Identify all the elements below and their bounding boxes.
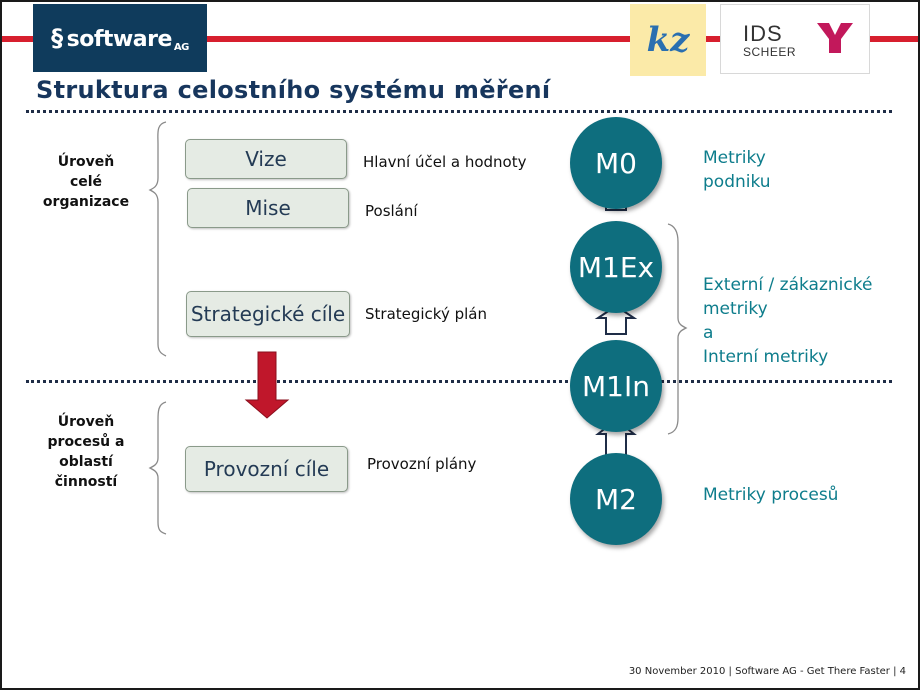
level-process-line: činností (54, 474, 118, 490)
ids-scheer-logo: IDS SCHEER (720, 4, 870, 74)
left-brace-organization (148, 121, 167, 357)
left-brace-process (148, 401, 167, 535)
metrics-m1: Externí / zákaznické metriky a Interní m… (703, 273, 872, 369)
ids-logo-line1: IDS (743, 21, 783, 46)
kz-logo-text: kz (646, 20, 690, 60)
level-process-line: oblastí (59, 454, 113, 470)
kz-logo: kz (630, 4, 706, 76)
level-organization-line: Úroveň (57, 154, 115, 170)
box-provozni-cile: Provozní cíle (185, 446, 348, 492)
red-down-arrow-icon (244, 351, 290, 419)
right-brace-m1 (667, 223, 688, 435)
metrics-m1-line: Interní metriky (703, 347, 829, 367)
level-dotted-divider (26, 380, 892, 383)
title-dotted-divider (26, 110, 892, 113)
metrics-m0-line: podniku (703, 172, 771, 192)
level-organization-line: organizace (42, 194, 130, 210)
slide-title: Struktura celostního systému měření (36, 76, 551, 104)
circle-m0: M0 (570, 117, 662, 209)
metrics-m0: Metriky podniku (703, 146, 771, 194)
label-vize: Hlavní účel a hodnoty (363, 153, 527, 171)
metrics-m1-line: a (703, 323, 714, 343)
metrics-m1-line: Externí / zákaznické (703, 275, 873, 295)
box-mise: Mise (187, 188, 349, 228)
box-strategicke-cile: Strategické cíle (186, 291, 350, 337)
label-strategicke: Strategický plán (365, 305, 487, 323)
label-provozni: Provozní plány (367, 455, 477, 473)
circle-m1in: M1In (570, 340, 662, 432)
logo-text: software (66, 27, 173, 52)
level-process-line: Úroveň (57, 414, 115, 430)
metrics-m2: Metriky procesů (703, 485, 839, 505)
level-organization-label: Úroveň celé organizace (36, 152, 136, 212)
metrics-m1-line: metriky (703, 299, 768, 319)
circle-m1ex: M1Ex (570, 221, 662, 313)
level-process-line: procesů a (47, 434, 125, 450)
box-vize: Vize (185, 139, 347, 179)
level-organization-line: celé (69, 174, 103, 190)
header-red-stripe (2, 36, 918, 42)
circle-m2: M2 (570, 453, 662, 545)
slide-footer: 30 November 2010 | Software AG - Get The… (628, 666, 906, 677)
logo-suffix: AG (173, 42, 189, 53)
ids-y-mark-icon (817, 23, 853, 53)
metrics-m0-line: Metriky (703, 148, 766, 168)
level-process-label: Úroveň procesů a oblastí činností (36, 412, 136, 492)
ids-logo-line2: SCHEER (743, 45, 797, 59)
label-mise: Poslání (365, 202, 418, 220)
